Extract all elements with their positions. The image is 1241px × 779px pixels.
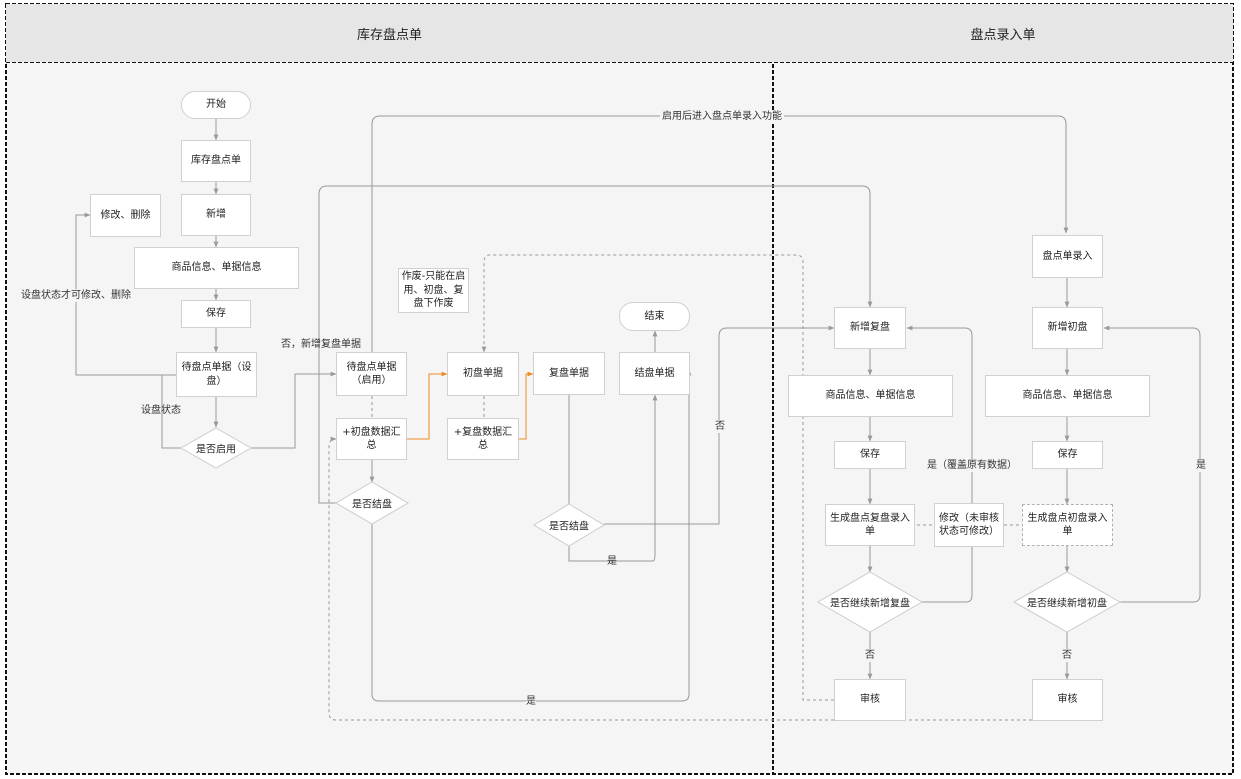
- label-is-enabled: 是否启用: [196, 444, 236, 456]
- node-save-recount: 保存: [834, 441, 906, 469]
- edge-mid-yes-to-closing: [568, 394, 658, 562]
- edge-label-yes-mid: 是: [607, 556, 617, 567]
- node-goods-info-initial: 商品信息、单据信息: [985, 375, 1150, 417]
- lane-title-left: 库存盘点单: [6, 4, 773, 62]
- node-start: 开始: [181, 91, 251, 119]
- edge-label-setup-state: 设盘状态: [141, 405, 181, 416]
- node-inventory-sheet: 库存盘点单: [181, 140, 251, 182]
- node-end: 结束: [619, 302, 690, 331]
- node-recount-sum: +复盘数据汇总: [447, 418, 519, 460]
- node-gen-recount-entry: 生成盘点复盘录入单: [825, 504, 915, 546]
- edge-rsum-to-recount: [519, 371, 534, 440]
- diamond-continue-initial: [1012, 571, 1122, 633]
- edge-label-no-initial: 否: [1062, 649, 1072, 662]
- node-save-left: 保存: [181, 300, 251, 328]
- node-closing-doc: 结盘单据: [619, 352, 690, 395]
- edge-label-no-recount: 否: [865, 649, 875, 662]
- decision-shapes: [179, 427, 1122, 633]
- lane-title-right: 盘点录入单: [773, 4, 1233, 62]
- label-continue-initial: 是否继续新增初盘: [1027, 598, 1107, 610]
- edge-label-no-add-recount: 否，新增复盘单据: [281, 339, 361, 350]
- node-review-initial: 审核: [1032, 679, 1103, 721]
- label-is-closed-mid: 是否结盘: [549, 521, 589, 533]
- edge-review-to-sum: [328, 436, 1032, 721]
- edge-label-yes-bottom: 是: [526, 695, 536, 708]
- diamond-is-closed-left: [335, 481, 409, 525]
- node-entry-input: 盘点单录入: [1032, 235, 1103, 278]
- node-initial-sum: +初盘数据汇总: [336, 418, 407, 460]
- edge-setup-state: [161, 374, 182, 449]
- node-save-initial: 保存: [1032, 441, 1103, 469]
- node-new-initial: 新增初盘: [1032, 307, 1103, 349]
- edge-sum-to-initial: [407, 371, 448, 440]
- edge-review-to-initial: [481, 254, 834, 701]
- node-new-recount: 新增复盘: [834, 307, 906, 349]
- node-goods-info-recount: 商品信息、单据信息: [788, 375, 953, 417]
- node-pending-setup: 待盘点单据（设盘）: [176, 352, 257, 397]
- label-continue-recount: 是否继续新增复盘: [830, 598, 910, 610]
- edge-mid-no-to-recount: [604, 325, 835, 525]
- edge-label-enter-entry: 启用后进入盘点单录入功能: [660, 110, 784, 123]
- node-void-note: 作废-只能在启用、初盘、复盘下作废: [398, 268, 469, 313]
- node-modify-unreviewed: 修改（未审核状态可修改）: [934, 503, 1004, 547]
- node-initial-doc: 初盘单据: [447, 352, 519, 396]
- diamond-is-closed-mid: [533, 503, 605, 547]
- node-goods-info-left: 商品信息、单据信息: [134, 247, 299, 289]
- node-gen-initial-entry: 生成盘点初盘录入单: [1022, 504, 1113, 546]
- edge-closed-no-to-recount: [318, 185, 873, 504]
- node-edit-delete: 修改、删除: [90, 194, 161, 237]
- diamond-is-enabled: [179, 427, 253, 469]
- node-add-new: 新增: [181, 194, 251, 236]
- node-recount-doc: 复盘单据: [533, 352, 605, 395]
- orange-connectors: [407, 371, 534, 440]
- node-review-recount: 审核: [834, 679, 906, 721]
- edge-label-yes-initial: 是: [1196, 459, 1206, 472]
- node-pending-enabled: 待盘点单据（启用）: [336, 352, 407, 396]
- edge-label-yes-overwrite: 是（覆盖原有数据）: [927, 459, 1017, 472]
- right-lane-body: [773, 62, 1233, 774]
- edge-enabled-to-pending: [250, 371, 337, 449]
- diamond-continue-recount: [816, 571, 924, 633]
- label-is-closed-left: 是否结盘: [352, 499, 392, 511]
- edge-label-no-mid: 否: [715, 420, 725, 433]
- edge-label-setup-can-edit: 设盘状态才可修改、删除: [21, 289, 131, 302]
